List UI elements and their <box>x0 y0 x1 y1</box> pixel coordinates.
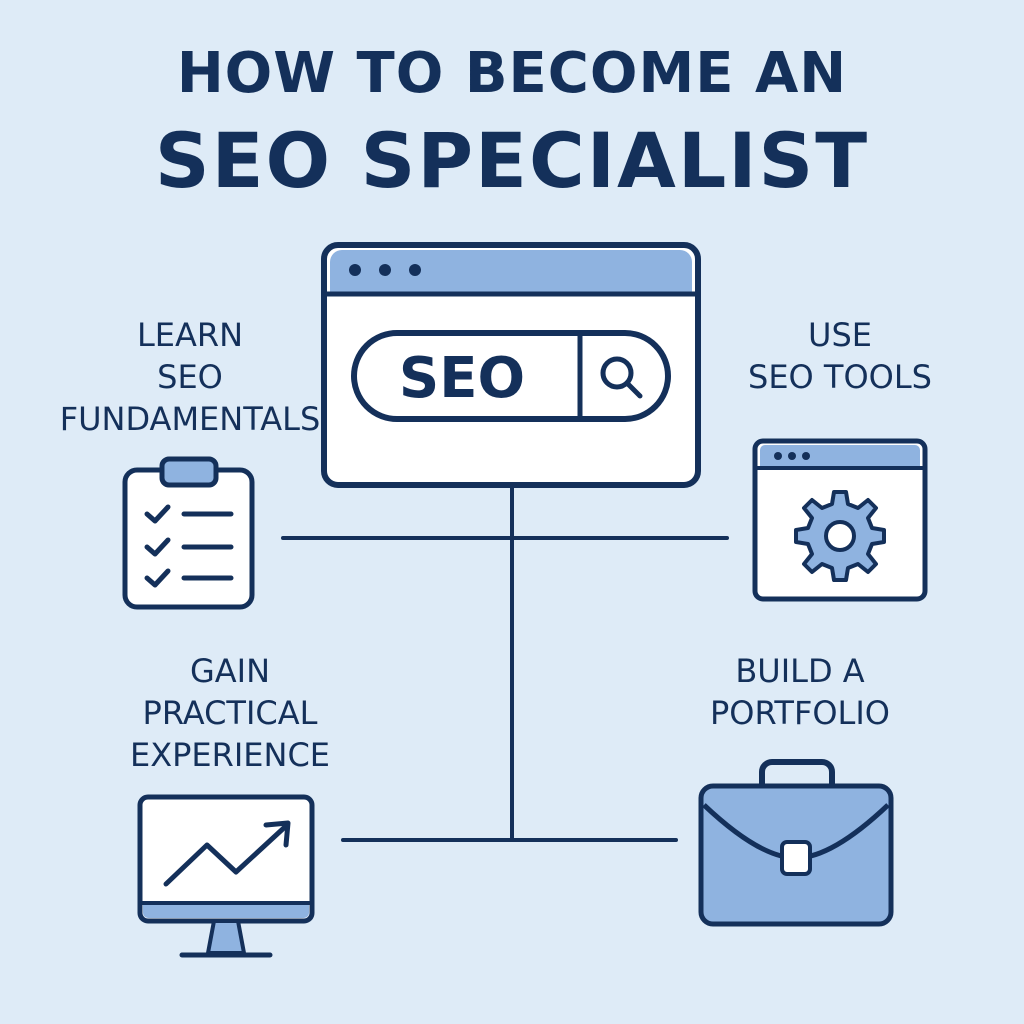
step-label-build-line-2: PORTFOLIO <box>710 694 890 732</box>
step-label-learn-line-3: FUNDAMENTALS <box>59 400 321 438</box>
search-icon <box>600 356 643 399</box>
clipboard-checklist-icon <box>122 456 255 610</box>
page-title-line-1: HOW TO BECOME AN <box>176 41 848 106</box>
browser-window-icon: SEO <box>321 242 701 488</box>
search-bar: SEO <box>351 330 671 422</box>
step-label-tools-line-2: SEO TOOLS <box>748 358 932 396</box>
gear-icon <box>794 490 886 582</box>
step-label-learn: LEARN SEO FUNDAMENTALS <box>40 314 340 440</box>
step-label-gain-line-1: GAIN <box>189 652 271 690</box>
step-label-gain-line-2: PRACTICAL <box>142 694 318 732</box>
briefcase-icon <box>698 759 894 927</box>
step-label-learn-line-2: SEO <box>157 358 223 396</box>
step-label-build: BUILD A PORTFOLIO <box>660 650 940 734</box>
step-label-learn-line-1: LEARN <box>136 316 244 354</box>
search-bar-text: SEO <box>399 346 525 411</box>
step-label-tools: USE SEO TOOLS <box>700 314 980 398</box>
page-title-line-2: SEO SPECIALIST <box>154 116 870 205</box>
step-label-gain: GAIN PRACTICAL EXPERIENCE <box>80 650 380 776</box>
browser-gear-icon <box>752 438 928 602</box>
step-label-build-line-1: BUILD A <box>735 652 865 690</box>
connector-lines <box>281 453 729 842</box>
step-label-gain-line-3: EXPERIENCE <box>129 736 331 774</box>
monitor-chart-icon <box>137 794 315 958</box>
step-label-tools-line-1: USE <box>808 316 872 354</box>
